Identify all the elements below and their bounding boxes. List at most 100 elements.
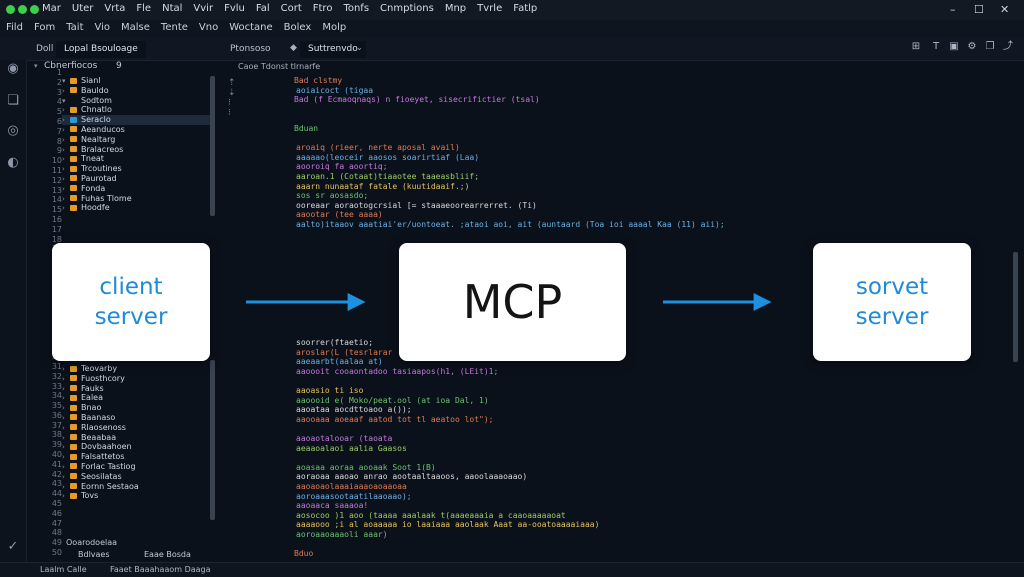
chevron-down-icon[interactable]: ⌄ bbox=[356, 43, 363, 52]
source-control-icon[interactable]: ◐ bbox=[7, 155, 19, 170]
chevron-right-icon[interactable]: › bbox=[62, 155, 65, 164]
tree-item[interactable]: ▾Sodtom bbox=[62, 96, 212, 106]
bottom-tab-b[interactable]: Eaae Bosda bbox=[144, 550, 191, 559]
chevron-right-icon[interactable]: › bbox=[62, 423, 65, 432]
tree-item[interactable]: ›Hoodfe bbox=[62, 203, 212, 213]
menu-item[interactable]: Ntal bbox=[162, 3, 183, 14]
menu-item[interactable]: Molp bbox=[322, 22, 347, 33]
tree-item[interactable]: ›Fuhas Tlome bbox=[62, 194, 212, 204]
chevron-right-icon[interactable]: › bbox=[62, 194, 65, 203]
check-icon[interactable]: ✓ bbox=[7, 539, 19, 554]
menu-item[interactable]: Tait bbox=[66, 22, 84, 33]
chevron-right-icon[interactable]: › bbox=[62, 394, 65, 403]
menu-item[interactable]: Cort bbox=[280, 3, 302, 14]
menu-item[interactable]: Fom bbox=[33, 22, 56, 33]
tab-local[interactable]: Lopal Bsouloage bbox=[56, 41, 146, 58]
arrow-icon[interactable]: ⇡ bbox=[228, 78, 236, 88]
chevron-right-icon[interactable]: › bbox=[62, 413, 65, 422]
tree-item[interactable]: ▾Sianl bbox=[62, 76, 212, 86]
chevron-right-icon[interactable]: › bbox=[62, 135, 65, 144]
menu-item[interactable]: Vno bbox=[198, 22, 219, 33]
menu-item[interactable]: Fal bbox=[255, 3, 270, 14]
chevron-right-icon[interactable]: › bbox=[62, 404, 65, 413]
tree-item[interactable]: ›Dovbaahoen bbox=[62, 442, 212, 452]
tree-item[interactable]: ›Fauks bbox=[62, 384, 212, 394]
tree-item[interactable]: ›Forlac Tastiog bbox=[62, 462, 212, 472]
editor-scrollbar[interactable] bbox=[1013, 252, 1018, 362]
bottom-tab-a[interactable]: Bdlvaes bbox=[78, 550, 110, 559]
chevron-right-icon[interactable]: › bbox=[62, 116, 65, 125]
tree-item[interactable]: ›Tovs bbox=[62, 491, 212, 501]
tree-item[interactable]: ›Paurotad bbox=[62, 174, 212, 184]
tree-item[interactable]: ›Fonda bbox=[62, 184, 212, 194]
explorer-scrollbar-lower[interactable] bbox=[210, 360, 215, 520]
chevron-right-icon[interactable]: › bbox=[62, 106, 65, 115]
tab-doll[interactable]: Doll bbox=[36, 44, 54, 54]
chevron-right-icon[interactable]: › bbox=[62, 384, 65, 393]
menu-item[interactable]: Tvrle bbox=[477, 3, 503, 14]
window-dot-zoom[interactable] bbox=[30, 5, 39, 14]
fold-icon[interactable]: ⁝ bbox=[228, 108, 231, 118]
tree-item[interactable]: ›Seosilatas bbox=[62, 472, 212, 482]
menu-item[interactable]: Fle bbox=[136, 3, 152, 14]
account-icon[interactable]: ◉ bbox=[7, 61, 19, 76]
tree-item[interactable]: ›Ealea bbox=[62, 393, 212, 403]
menu-item[interactable]: Bolex bbox=[283, 22, 312, 33]
tree-item[interactable]: ›Rlaosenoss bbox=[62, 423, 212, 433]
menu-item[interactable]: Mar bbox=[42, 3, 61, 14]
menu-item[interactable]: Tonfs bbox=[343, 3, 370, 14]
menu-item[interactable]: Uter bbox=[71, 3, 94, 14]
menu-item[interactable]: Tente bbox=[160, 22, 188, 33]
menu-item[interactable]: Vvir bbox=[193, 3, 214, 14]
menu-item[interactable]: Vio bbox=[94, 22, 111, 33]
share-icon[interactable]: ⤴ bbox=[1003, 41, 1013, 52]
menu-item[interactable]: Fatlp bbox=[513, 3, 538, 14]
chevron-right-icon[interactable]: › bbox=[62, 374, 65, 383]
menu-item[interactable]: Vrta bbox=[104, 3, 126, 14]
chevron-down-icon[interactable]: ▾ bbox=[34, 62, 38, 70]
minimize-button[interactable]: – bbox=[950, 3, 956, 16]
status-mid[interactable]: Faaet Baaahaaom Daaga bbox=[110, 565, 211, 574]
tree-item[interactable]: ›Fuosthcory bbox=[62, 374, 212, 384]
tree-item[interactable]: ›Bauldo bbox=[62, 86, 212, 96]
menu-item[interactable]: Mnp bbox=[444, 3, 467, 14]
chevron-right-icon[interactable]: › bbox=[62, 482, 65, 491]
tree-item[interactable]: ›Tneat bbox=[62, 154, 212, 164]
chevron-right-icon[interactable]: › bbox=[62, 462, 65, 471]
menu-item[interactable]: Woctane bbox=[229, 22, 273, 33]
tree-item[interactable]: ›Bralacreos bbox=[62, 145, 212, 155]
fold-icon[interactable]: ⁝ bbox=[228, 98, 231, 108]
menu-item[interactable]: Ftro bbox=[312, 3, 333, 14]
close-button[interactable]: ✕ bbox=[1000, 3, 1010, 16]
files-icon[interactable]: ❏ bbox=[7, 93, 19, 108]
chevron-right-icon[interactable]: › bbox=[62, 204, 65, 213]
tree-item[interactable]: ›Seraclo bbox=[62, 115, 212, 125]
chevron-right-icon[interactable]: › bbox=[62, 174, 65, 183]
tree-item[interactable]: ›Chnatlo bbox=[62, 105, 212, 115]
chevron-right-icon[interactable]: › bbox=[62, 433, 65, 442]
tree-item[interactable]: ›Eornn Sestaoa bbox=[62, 482, 212, 492]
chevron-right-icon[interactable]: › bbox=[62, 453, 65, 462]
search-icon[interactable]: ◎ bbox=[7, 123, 19, 138]
settings-icon[interactable]: ⚙ bbox=[967, 41, 977, 52]
split-icon[interactable]: ⊞ bbox=[911, 41, 921, 52]
menu-item[interactable]: Fild bbox=[6, 22, 23, 33]
tree-item[interactable]: ›Nealtarg bbox=[62, 135, 212, 145]
arrow-icon[interactable]: ⇣ bbox=[228, 88, 236, 98]
chevron-right-icon[interactable]: › bbox=[62, 145, 65, 154]
chevron-right-icon[interactable]: › bbox=[62, 492, 65, 501]
maximize-button[interactable]: ☐ bbox=[974, 3, 984, 16]
tab-suttrenvdo[interactable]: Suttrenvdo bbox=[300, 41, 366, 58]
tree-item[interactable]: ›Beaabaa bbox=[62, 433, 212, 443]
status-left[interactable]: Laalm Calle bbox=[40, 565, 87, 574]
image-icon[interactable]: ▣ bbox=[949, 41, 959, 52]
menu-item[interactable]: Cnmptions bbox=[380, 3, 434, 14]
menu-item[interactable]: Fvlu bbox=[224, 3, 245, 14]
tree-item[interactable]: ›Aeanducos bbox=[62, 125, 212, 135]
chevron-down-icon[interactable]: ▾ bbox=[62, 77, 66, 85]
chevron-right-icon[interactable]: › bbox=[62, 365, 65, 373]
chevron-down-icon[interactable]: ▾ bbox=[62, 96, 66, 105]
tree-item[interactable]: ›Trcoutines bbox=[62, 164, 212, 174]
chevron-right-icon[interactable]: › bbox=[62, 443, 65, 452]
